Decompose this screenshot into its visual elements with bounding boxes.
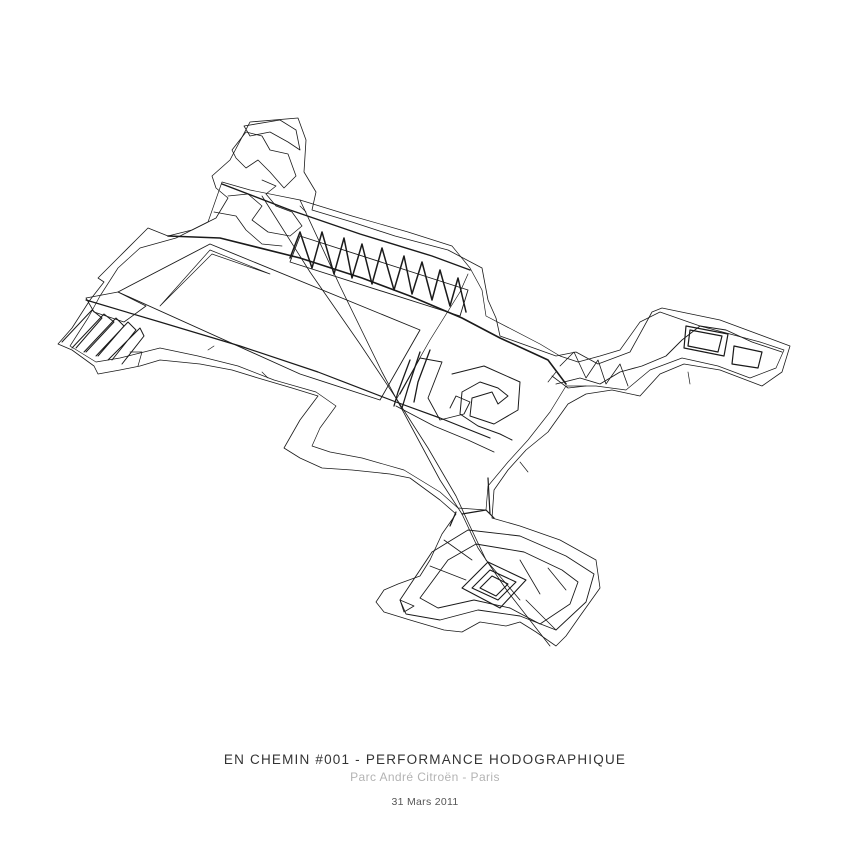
- map-date: 31 Mars 2011: [391, 796, 459, 808]
- lower-diamond-inner: [461, 561, 527, 609]
- main-avenue-2: [85, 299, 491, 439]
- greenhouse-block-2: [395, 357, 495, 453]
- left-end-box: [85, 291, 147, 323]
- vertical-cut: [393, 349, 431, 409]
- gps-trace-map: [57, 117, 791, 647]
- cross-path-1: [299, 199, 551, 647]
- serial-gardens: [289, 231, 467, 313]
- serial-gardens-outline: [289, 235, 469, 317]
- map-title: EN CHEMIN #001 - PERFORMANCE HODOGRAPHIQ…: [223, 752, 627, 767]
- greenhouse-block: [451, 365, 521, 441]
- map-subtitle: Parc André Citroën - Paris: [350, 770, 500, 784]
- lower-diamond-outer: [399, 529, 595, 631]
- upper-corner-detail: [243, 119, 301, 151]
- cross-path-2: [261, 195, 521, 601]
- misc-strokes: [129, 205, 691, 473]
- park-inner-outline: [69, 181, 785, 511]
- lower-diamond-spokes: [399, 539, 567, 631]
- park-outline: [57, 117, 791, 647]
- lower-connector: [449, 477, 495, 527]
- central-lawn-inner: [159, 249, 271, 307]
- central-lawn: [117, 243, 421, 401]
- right-junction: [551, 351, 629, 389]
- left-strips: [61, 309, 145, 365]
- main-avenue: [167, 235, 567, 385]
- right-arm: [555, 325, 783, 385]
- black-garden-meander: [213, 131, 303, 247]
- right-boxes: [683, 325, 763, 369]
- upper-avenue: [221, 183, 471, 271]
- lower-diamond-mid: [419, 543, 579, 625]
